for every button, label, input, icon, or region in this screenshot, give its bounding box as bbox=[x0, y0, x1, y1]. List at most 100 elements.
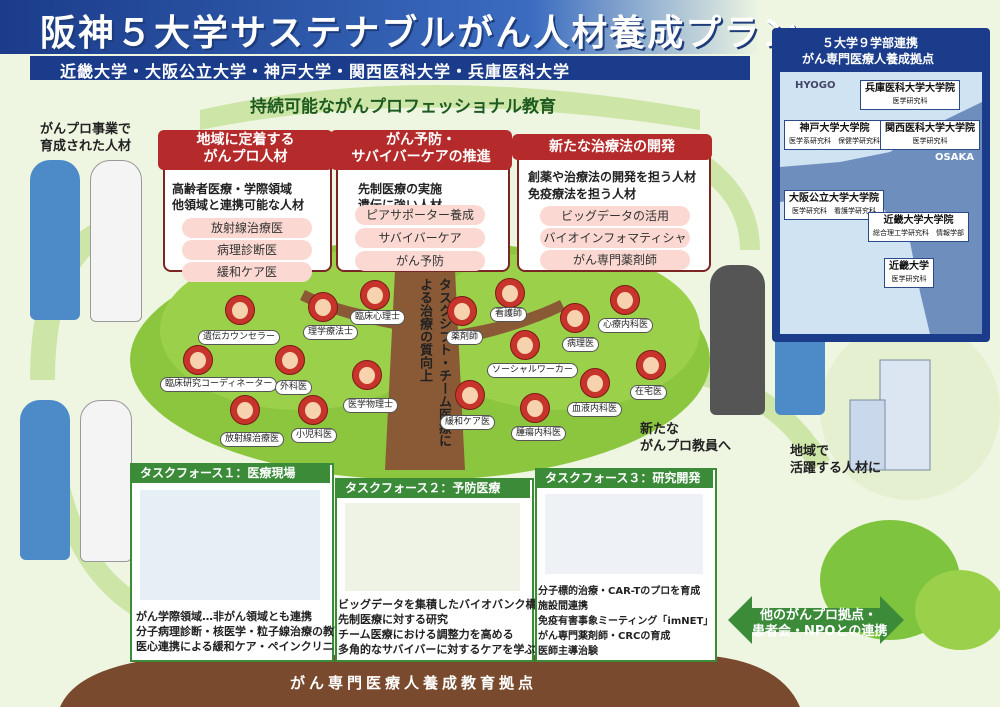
label-crc: 臨床研究コーディネーター bbox=[160, 377, 278, 392]
branch-head-regional-line2: がんプロ人材 bbox=[203, 149, 288, 165]
tree-branch-right bbox=[455, 300, 565, 345]
side-label-teacher-line1: 新たな bbox=[640, 422, 680, 437]
left-cycle-arrow bbox=[30, 220, 110, 380]
map-label-kansai-med-sub: 医学研究科 bbox=[912, 137, 948, 145]
map-label-kindai-grad-sub: 総合理工学研究科 情報学部 bbox=[873, 229, 964, 237]
pill-cancer-prevention: がん予防 bbox=[355, 251, 485, 271]
map-title-2: がん専門医療人養成拠点 bbox=[802, 52, 935, 66]
face-crc bbox=[183, 345, 213, 375]
label-pediatrician: 小児科医 bbox=[291, 428, 338, 443]
taskforce-2-line3: チーム医療における調整力を高める bbox=[338, 628, 514, 641]
taskforce-1-illustration bbox=[140, 490, 320, 600]
branch-head-prevention: がん予防・ サバイバーケアの推進 bbox=[330, 130, 512, 170]
side-label-local-line2: 活躍する人材に bbox=[790, 461, 882, 476]
map-label-kansai-med: 関西医科大学大学院医学研究科 bbox=[880, 120, 980, 150]
trunk-text: タスクシフト・チーム医療による治療の質向上 bbox=[405, 278, 453, 458]
label-medical-physicist: 医学物理士 bbox=[343, 398, 399, 413]
label-medical-oncologist: 腫瘍内科医 bbox=[511, 426, 567, 441]
branch-desc-regional-1: 高齢者医療・学際領域 bbox=[172, 182, 293, 196]
page-title: 阪神５大学サステナブルがん人材養成プラン bbox=[40, 13, 800, 54]
taskforce-3-line3: 免疫有害事象ミーティング「imNET」 bbox=[538, 616, 714, 627]
map-label-kindai: 近畿大学医学研究科 bbox=[884, 258, 934, 288]
building-small bbox=[849, 399, 886, 471]
label-radiation-tree: 放射線治療医 bbox=[220, 432, 285, 447]
taskforce-1-line1: がん学際領域…非がん領域とも連携 bbox=[136, 610, 312, 623]
taskforce-2-line2: 先制医療に対する研究 bbox=[338, 613, 448, 626]
map-label-kindai-grad: 近畿大学大学院総合理工学研究科 情報学部 bbox=[868, 212, 969, 242]
taskforce-3-head: タスクフォース３：研究開発 bbox=[535, 468, 713, 488]
pill-peer-supporter: ピアサポーター養成 bbox=[355, 205, 485, 225]
teacher-figure bbox=[710, 265, 765, 415]
side-label-trained-line2: 育成された人材 bbox=[40, 139, 132, 154]
hospital-building bbox=[879, 359, 931, 471]
taskforce-3-illustration bbox=[545, 494, 703, 574]
label-clinical-psychologist: 臨床心理士 bbox=[350, 310, 406, 325]
face-home-doctor bbox=[636, 350, 666, 380]
map-hyogo: HYOGO bbox=[795, 80, 836, 91]
face-pathologist-tree bbox=[560, 303, 590, 333]
taskforce-1-head: タスクフォース１：医療現場 bbox=[130, 463, 330, 483]
arch-label: 持続可能ながんプロフェッショナル教育 bbox=[250, 97, 556, 117]
label-psychosomatic: 心療内科医 bbox=[598, 318, 654, 333]
taskforce-1-line2: 分子病理診断・核医学・粒子線治療の教育 bbox=[136, 625, 345, 638]
pill-oncology-pharmacist: がん専門薬剤師 bbox=[540, 250, 690, 270]
side-label-teacher-line2: がんプロ教員へ bbox=[640, 439, 732, 454]
face-medical-oncologist bbox=[520, 393, 550, 423]
face-genetic-counselor bbox=[225, 295, 255, 325]
pill-big-data: ビッグデータの活用 bbox=[540, 206, 690, 226]
map-label-kobe: 神戸大学大学院医学系研究科 保健学研究科 bbox=[784, 120, 885, 150]
base-label: がん専門医療人養成教育拠点 bbox=[290, 674, 538, 692]
map-label-kansai-med-name: 関西医科大学大学院 bbox=[885, 123, 975, 134]
branch-head-regional: 地域に定着する がんプロ人材 bbox=[158, 130, 333, 170]
pill-pathologist: 病理診断医 bbox=[182, 240, 312, 260]
university-list: 近畿大学・大阪公立大学・神戸大学・関西医科大学・兵庫医科大学 bbox=[60, 62, 571, 81]
university-bar bbox=[30, 56, 750, 80]
face-social-worker bbox=[510, 330, 540, 360]
taskforce-2-illustration bbox=[345, 503, 520, 591]
ground bbox=[60, 655, 800, 707]
collab-line2: 患者会・NPOとの連携 bbox=[752, 624, 888, 639]
collab-arrow bbox=[728, 596, 904, 644]
face-radiation-tree bbox=[230, 395, 260, 425]
map-label-kindai-sub: 医学研究科 bbox=[891, 275, 927, 283]
map-label-omu-sub: 医学研究科 看護学研究科 bbox=[792, 207, 876, 215]
pill-survivor-care: サバイバーケア bbox=[355, 228, 485, 248]
branch-head-prevention-line2: サバイバーケアの推進 bbox=[351, 149, 491, 165]
face-pediatrician bbox=[298, 395, 328, 425]
nurse-figure-left bbox=[30, 160, 80, 320]
label-surgeon: 外科医 bbox=[275, 380, 313, 395]
map-label-kobe-sub: 医学系研究科 保健学研究科 bbox=[789, 137, 880, 145]
label-physical-therapist: 理学療法士 bbox=[303, 325, 359, 340]
title-bar bbox=[0, 0, 760, 54]
map-label-hyogo-med: 兵庫医科大学大学院医学研究科 bbox=[860, 80, 960, 110]
taskforce-2-head: タスクフォース２：予防医療 bbox=[335, 478, 530, 498]
map-label-kobe-name: 神戸大学大学院 bbox=[799, 123, 870, 134]
map-label-hyogo-med-sub: 医学研究科 bbox=[892, 97, 928, 105]
map-osaka: OSAKA bbox=[935, 152, 974, 163]
doctor-figure-bottom bbox=[80, 400, 132, 562]
nurse-figure-bottom bbox=[20, 400, 70, 560]
collab-line1: 他のがんプロ拠点・ bbox=[760, 608, 878, 623]
branch-head-therapy: 新たな治療法の開発 bbox=[512, 134, 712, 160]
taskforce-1-line3: 医心連携による緩和ケア・ペインクリニック bbox=[136, 640, 356, 653]
branch-desc-prevention-1: 先制医療の実施 bbox=[358, 182, 443, 196]
taskforce-3-line5: 医師主導治験 bbox=[538, 646, 598, 657]
pill-bioinformatician: バイオインフォマティシャン bbox=[540, 228, 690, 265]
branch-head-regional-line1: 地域に定着する bbox=[196, 132, 295, 148]
label-pharmacist: 薬剤師 bbox=[446, 330, 484, 345]
face-physical-therapist bbox=[308, 292, 338, 322]
face-surgeon bbox=[275, 345, 305, 375]
map-label-omu-name: 大阪公立大学大学院 bbox=[789, 193, 879, 204]
map-label-kindai-name: 近畿大学 bbox=[889, 261, 929, 272]
right-trees-2 bbox=[915, 570, 1000, 650]
arch-arrow bbox=[200, 85, 700, 130]
taskforce-3-line2: 施設間連携 bbox=[538, 601, 588, 612]
side-label-trained-line1: がんプロ事業で bbox=[40, 122, 132, 137]
map-label-hyogo-med-name: 兵庫医科大学大学院 bbox=[865, 83, 955, 94]
trunk-text-line1: タスクシフト・ bbox=[436, 278, 451, 369]
face-hematologist bbox=[580, 368, 610, 398]
map-label-omu: 大阪公立大学大学院医学研究科 看護学研究科 bbox=[784, 190, 884, 220]
label-home-doctor: 在宅医 bbox=[630, 385, 668, 400]
taskforce-3-line1: 分子標的治療・CAR-Tのプロを育成 bbox=[538, 586, 701, 597]
map-title-1: ５大学９学部連携 bbox=[822, 36, 919, 50]
